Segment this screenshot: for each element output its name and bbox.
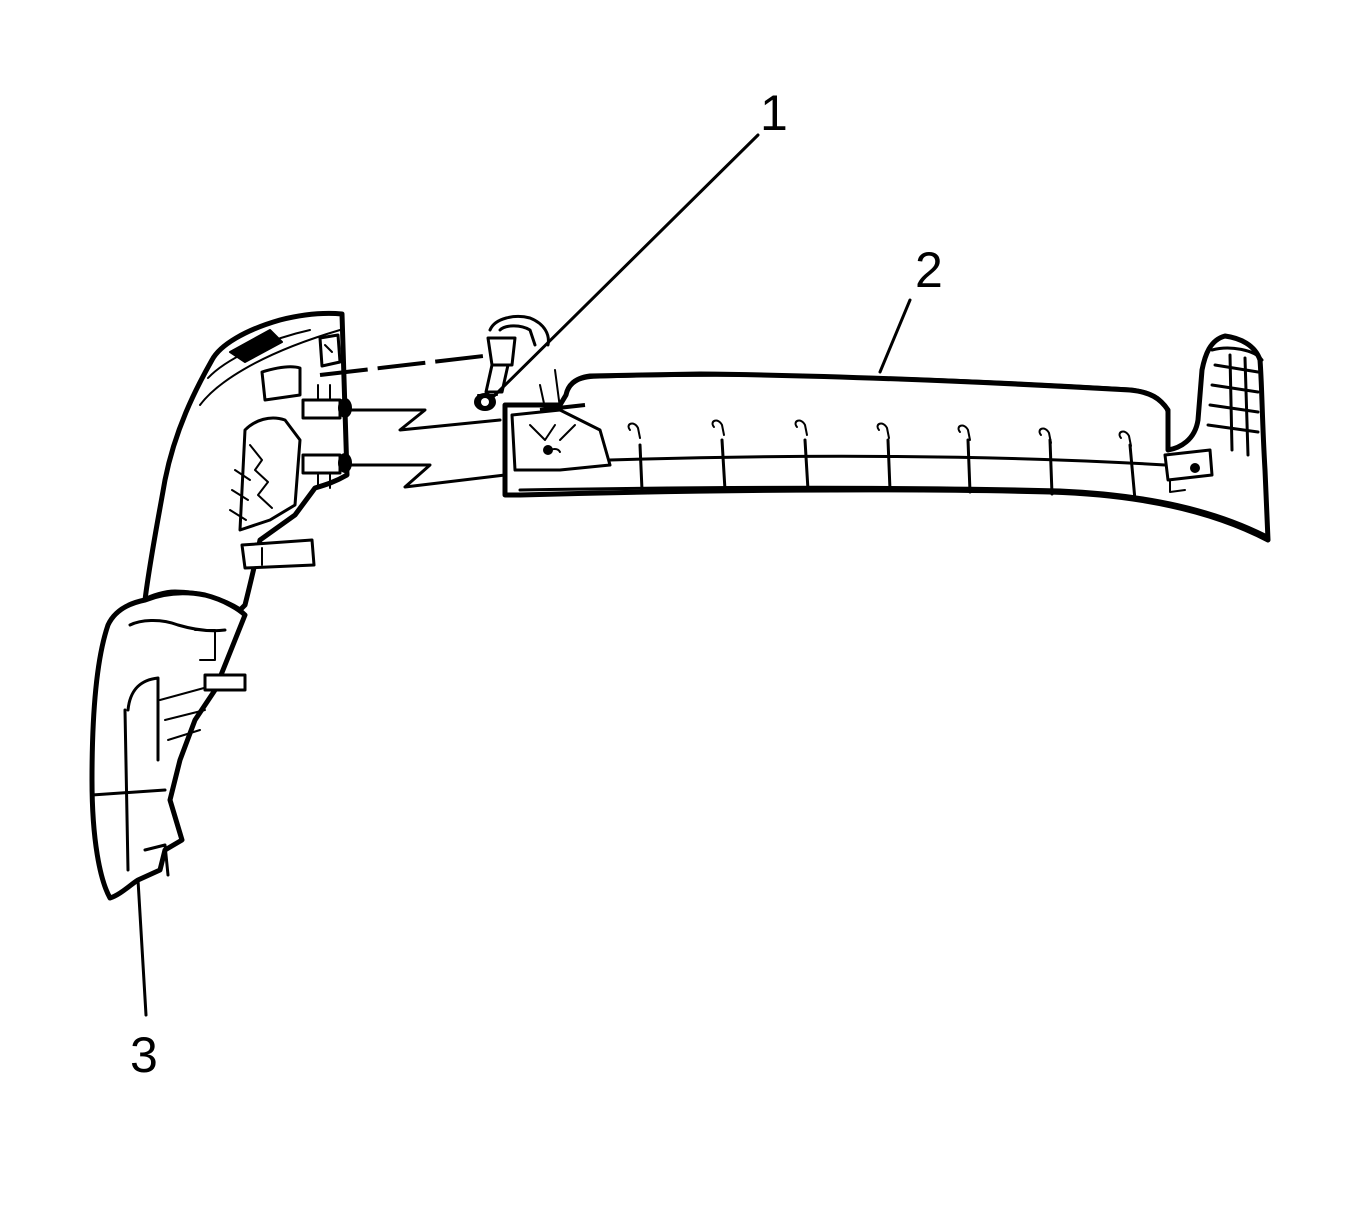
callout-3: 3 [130,1027,158,1083]
callout-2: 2 [915,242,943,298]
hook-clips [627,419,1132,447]
callout-1: 1 [760,85,788,141]
leader-line-1 [490,133,760,400]
leader-line-2 [878,298,912,374]
leader-line-3 [136,878,148,1017]
corner-fascia [89,310,352,901]
right-end-cap [1163,346,1264,493]
leader-lines [136,133,912,1017]
bumper-fascia-panel [502,333,1271,543]
install-guide-lines [319,353,586,489]
bolt-and-bracket [474,315,550,411]
left-mount-bracket [510,369,612,472]
fasteners [301,384,352,489]
